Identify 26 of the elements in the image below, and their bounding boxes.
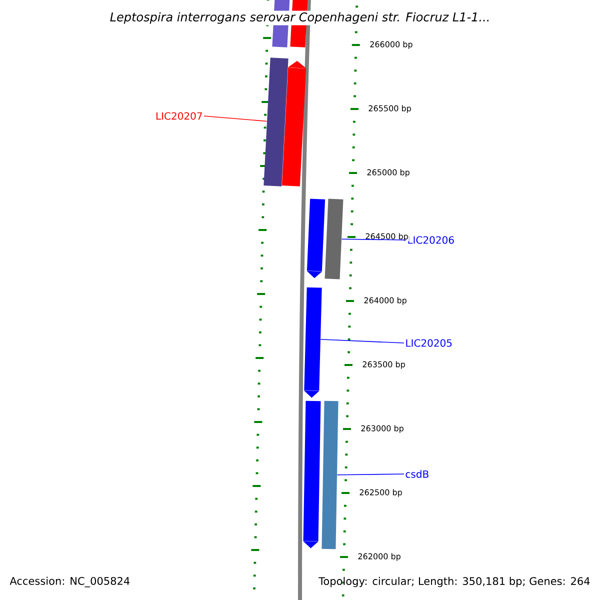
scale-label: 262500 bp — [358, 488, 403, 498]
scale-label: 265000 bp — [366, 168, 410, 178]
gene-feature — [322, 400, 338, 550]
gene-label: LIC20207 — [156, 112, 202, 120]
scale-label: 264000 bp — [363, 296, 408, 306]
leader-line — [341, 238, 406, 240]
gene-label: csdB — [406, 470, 428, 478]
scale-label: 263500 bp — [362, 360, 406, 370]
accession-text: Accession: NC_005824 — [10, 576, 130, 588]
gene-feature — [282, 60, 306, 186]
leader-line — [336, 474, 404, 476]
gene-feature — [306, 198, 326, 278]
gene-label: LIC20206 — [408, 236, 454, 244]
scale-label: 263000 bp — [360, 424, 404, 434]
gene-label: LIC20205 — [406, 339, 452, 347]
scale-label: 265500 bp — [368, 104, 412, 114]
leader-line — [204, 116, 268, 122]
gene-feature — [304, 287, 322, 398]
gene-feature — [324, 198, 344, 280]
scale-label: 266000 bp — [369, 40, 414, 50]
gene-feature — [264, 58, 288, 186]
title: Leptospira interrogans serovar Copenhageni str. Fiocruz L1-1... — [108, 10, 492, 26]
topology-text: Topology: circular; Length: 350,181 bp; Genes: 264 — [318, 576, 590, 588]
gene-feature — [303, 400, 321, 548]
leader-line — [320, 338, 404, 344]
scale-label: 262000 bp — [357, 552, 402, 562]
